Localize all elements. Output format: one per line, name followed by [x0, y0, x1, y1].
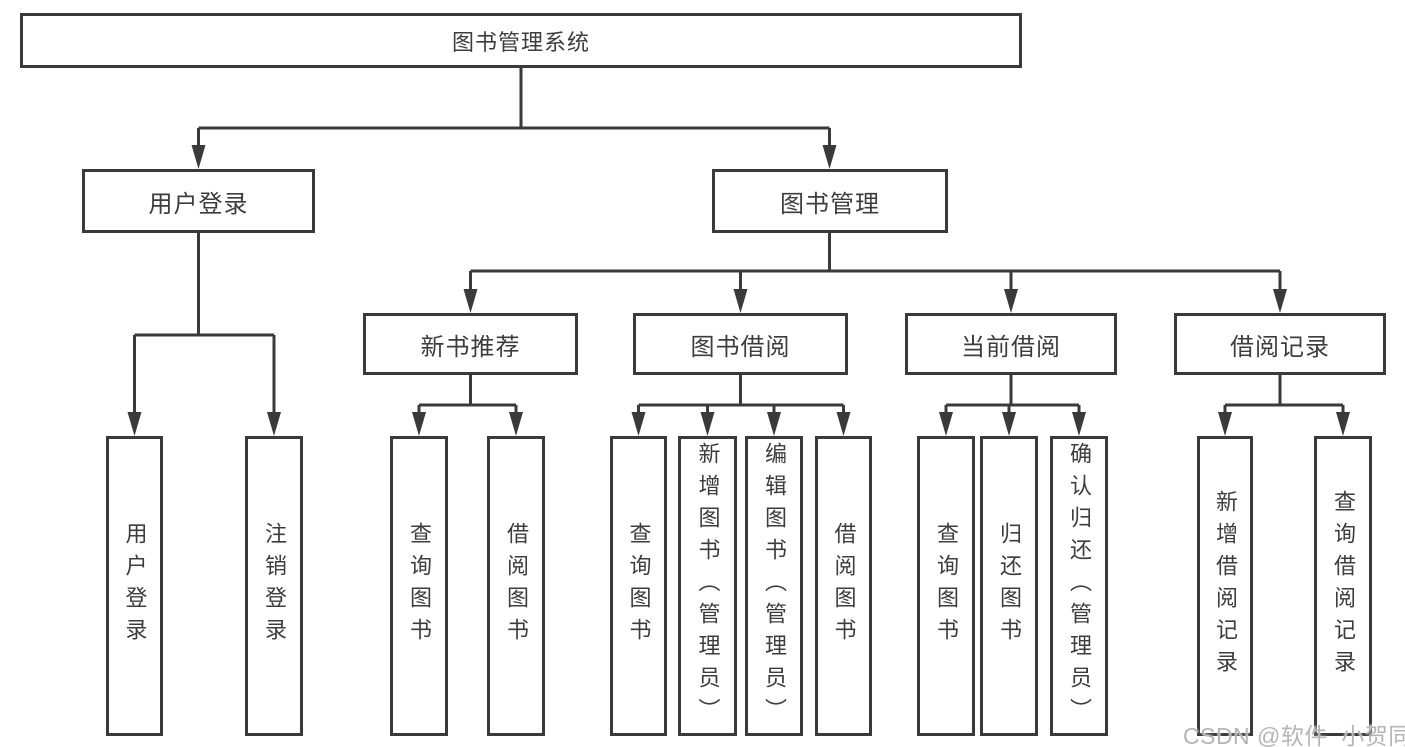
node-current-borrow: 当前借阅	[905, 313, 1117, 375]
leaf-edit-book-admin: 编辑图书（管理员）	[745, 436, 803, 736]
arrowhead-down-icon	[127, 412, 142, 436]
arrowhead-down-icon	[463, 289, 478, 313]
leaf-query-books: 查询图书	[610, 436, 667, 736]
arrowhead-down-icon	[1002, 412, 1016, 436]
leaf-borrow-books: 借阅图书	[487, 436, 545, 736]
node-borrow-record: 借阅记录	[1174, 313, 1386, 375]
leaf-query-borrow-record: 查询借阅记录	[1314, 436, 1372, 736]
arrowhead-down-icon	[631, 412, 646, 436]
csdn-watermark: CSDN @软件_小贺同学	[1183, 723, 1405, 747]
arrowhead-down-icon	[1218, 412, 1232, 436]
node-user-login: 用户登录	[82, 169, 315, 233]
arrowhead-down-icon	[733, 289, 748, 313]
leaf-confirm-return-admin: 确认归还（管理员）	[1050, 436, 1108, 736]
arrowhead-down-icon	[700, 412, 715, 436]
arrowhead-down-icon	[1072, 412, 1086, 436]
arrowhead-down-icon	[509, 412, 523, 436]
connector-recommend-bus	[417, 375, 518, 417]
arrowhead-down-icon	[1004, 289, 1018, 313]
arrowhead-down-icon	[267, 412, 281, 436]
node-book-borrow: 图书借阅	[633, 313, 848, 375]
node-book-management: 图书管理	[712, 169, 948, 233]
leaf-add-book-admin: 新增图书（管理员）	[678, 436, 737, 736]
leaf-query-books: 查询图书	[917, 436, 975, 736]
arrowhead-down-icon	[836, 412, 851, 436]
arrowhead-down-icon	[1336, 412, 1350, 436]
leaf-return-books: 归还图书	[980, 436, 1038, 736]
connector-login-bus	[133, 233, 276, 417]
leaf-user-login: 用户登录	[106, 436, 163, 736]
arrowhead-down-icon	[767, 412, 781, 436]
leaf-add-borrow-record: 新增借阅记录	[1197, 436, 1253, 736]
connector-current-bus	[944, 375, 1081, 417]
connector-record-bus	[1223, 375, 1345, 417]
arrowhead-down-icon	[822, 145, 837, 169]
arrowhead-down-icon	[191, 145, 206, 169]
connector-mgmt-bus	[469, 233, 1282, 295]
arrowhead-down-icon	[939, 412, 953, 436]
node-root-system: 图书管理系统	[20, 13, 1022, 68]
leaf-borrow-books: 借阅图书	[815, 436, 872, 736]
connector-borrow-bus	[637, 375, 845, 417]
node-new-book-recommend: 新书推荐	[363, 313, 578, 375]
leaf-logout: 注销登录	[245, 436, 303, 736]
arrowhead-down-icon	[1273, 289, 1287, 313]
leaf-query-books: 查询图书	[390, 436, 448, 736]
arrowhead-down-icon	[412, 412, 426, 436]
connector-root-bus	[197, 68, 831, 150]
